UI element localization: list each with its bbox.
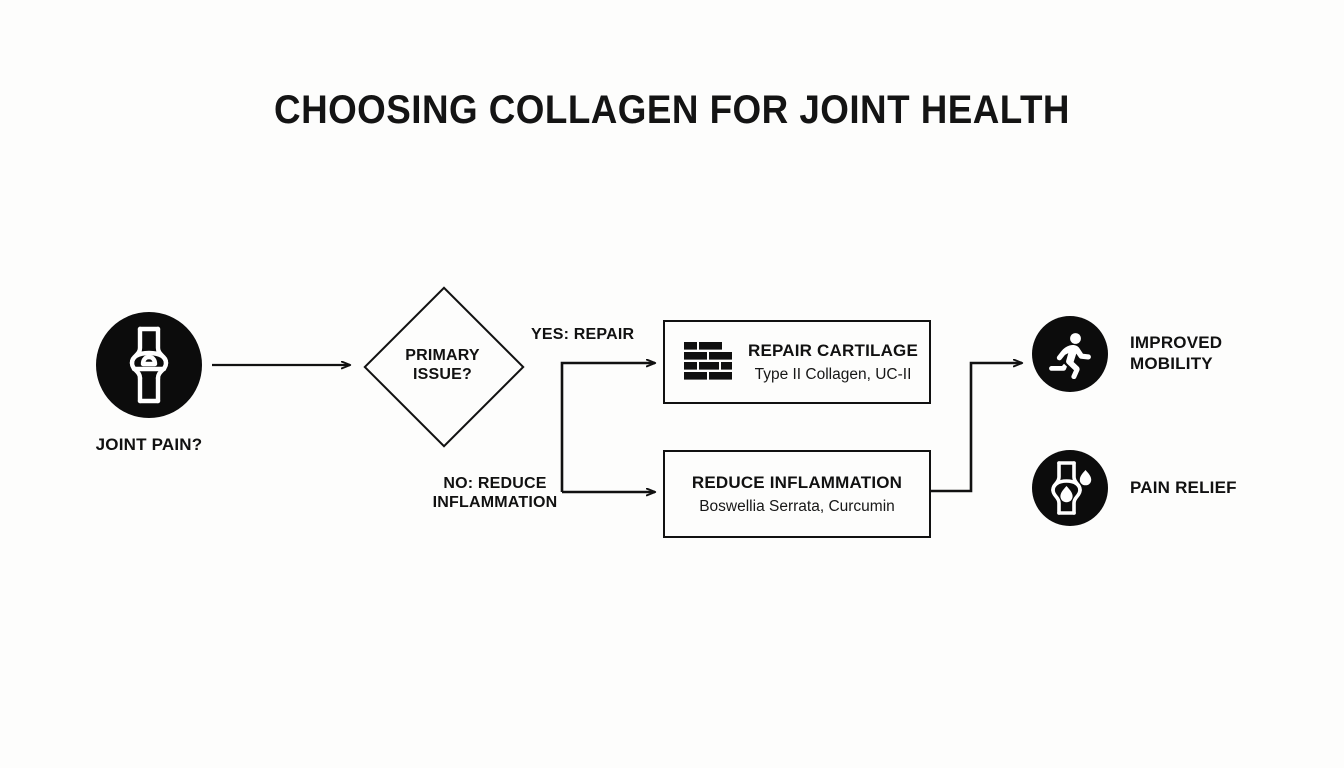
process-reduce-text: REDUCE INFLAMMATION Boswellia Serrata, C… (665, 473, 929, 516)
process-repair-subtitle: Type II Collagen, UC-II (754, 365, 912, 383)
edge-reduce-to-outcome (931, 363, 1022, 493)
joint-flame-icon (1032, 450, 1108, 526)
edge-label-no: NO: REDUCE INFLAMMATION (420, 474, 570, 512)
edge-label-yes: YES: REPAIR (531, 326, 635, 343)
decision-text: PRIMARY ISSUE? (365, 288, 520, 443)
process-box-reduce-inflammation[interactable]: REDUCE INFLAMMATION Boswellia Serrata, C… (663, 450, 931, 538)
process-repair-text: REPAIR CARTILAGE Type II Collagen, UC-II (737, 341, 929, 384)
outcome-mobility-label: IMPROVED MOBILITY (1130, 333, 1223, 373)
brick-wall-icon (679, 341, 737, 383)
process-reduce-title: REDUCE INFLAMMATION (691, 472, 903, 492)
page-title: CHOOSING COLLAGEN FOR JOINT HEALTH (274, 88, 1070, 132)
process-repair-title: REPAIR CARTILAGE (747, 340, 919, 360)
decision-line-2: ISSUE? (413, 365, 472, 383)
start-node-label: JOINT PAIN? (95, 435, 203, 454)
outcome-pain-label: PAIN RELIEF (1130, 477, 1237, 497)
knee-joint-icon (96, 312, 202, 418)
running-person-icon (1032, 316, 1108, 392)
decision-line-1: PRIMARY (405, 346, 480, 364)
outcome-improved-mobility[interactable]: IMPROVED MOBILITY (1032, 316, 1222, 392)
process-box-repair-cartilage[interactable]: REPAIR CARTILAGE Type II Collagen, UC-II (663, 320, 931, 404)
process-reduce-subtitle: Boswellia Serrata, Curcumin (699, 497, 895, 515)
edge-decision-to-repair (560, 363, 655, 492)
edge-label-no-line-2: INFLAMMATION (432, 494, 558, 512)
edge-label-no-line-1: NO: REDUCE (443, 475, 547, 492)
decision-node[interactable]: PRIMARY ISSUE? (363, 286, 525, 448)
start-node[interactable] (96, 312, 202, 418)
outcome-pain-relief[interactable]: PAIN RELIEF (1032, 450, 1237, 526)
